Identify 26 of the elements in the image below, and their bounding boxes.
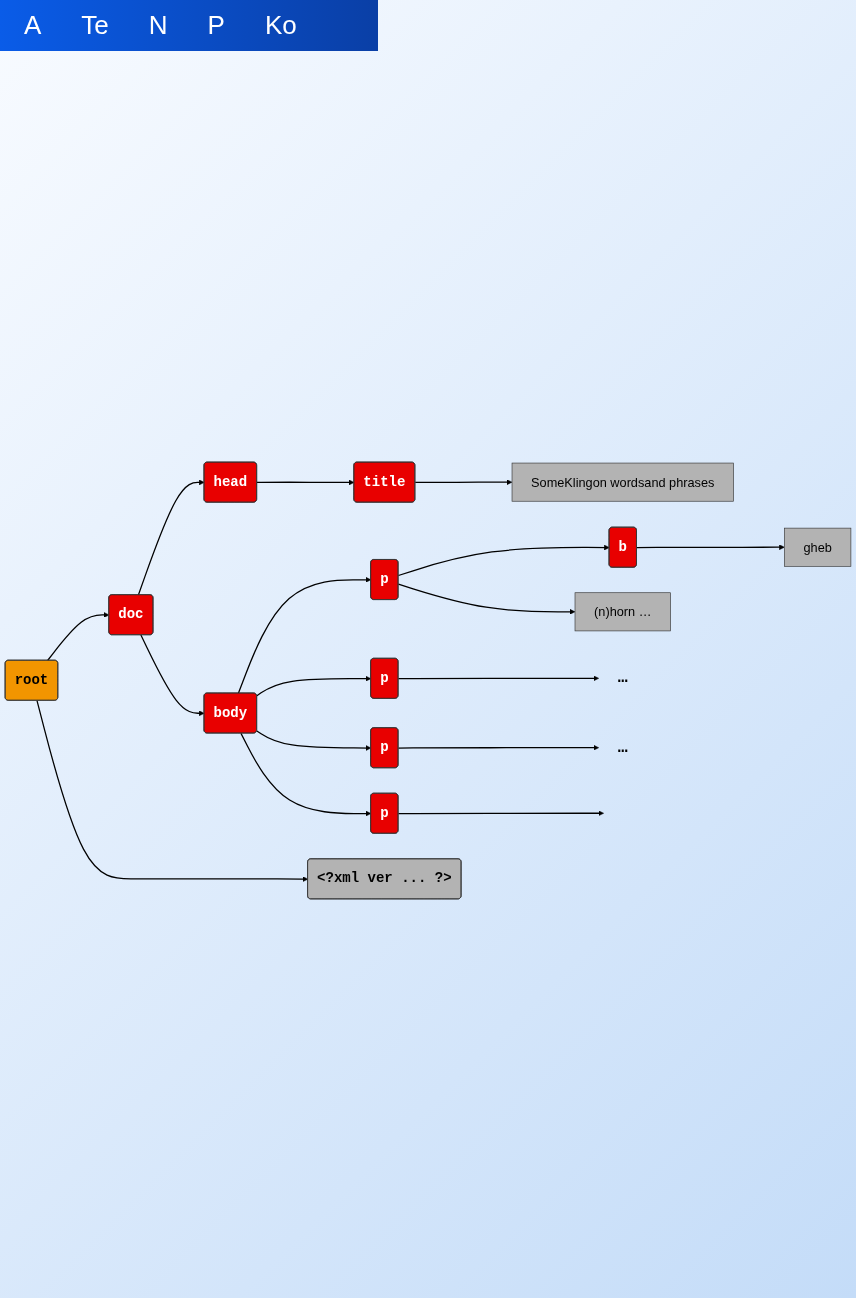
node-box: SomeKlingon wordsand phrases bbox=[511, 462, 734, 502]
arrow bbox=[237, 576, 372, 694]
arrow bbox=[256, 729, 372, 751]
node-box: gheb bbox=[784, 527, 852, 567]
node-text: … bbox=[617, 737, 628, 757]
arrow bbox=[256, 675, 372, 696]
bullet-item: P bbox=[207, 10, 225, 41]
arrow bbox=[397, 544, 610, 576]
arrow bbox=[414, 478, 513, 485]
node-box: (n)horn … bbox=[574, 591, 671, 631]
arrow bbox=[36, 699, 309, 882]
arrow bbox=[636, 543, 785, 550]
bullet-item: Te bbox=[81, 10, 109, 41]
bullet-item: Ko bbox=[264, 10, 297, 41]
arrow bbox=[140, 633, 205, 716]
arrow bbox=[256, 479, 355, 485]
arrow bbox=[397, 675, 599, 681]
bullet-item: A bbox=[24, 10, 42, 41]
arrow bbox=[240, 732, 372, 816]
arrow bbox=[46, 611, 110, 661]
bullet-item: N bbox=[148, 10, 168, 41]
arrow bbox=[137, 479, 205, 596]
arrow bbox=[397, 809, 604, 816]
node-text: … bbox=[617, 667, 628, 688]
arrow bbox=[397, 744, 599, 750]
arrow bbox=[397, 583, 576, 615]
